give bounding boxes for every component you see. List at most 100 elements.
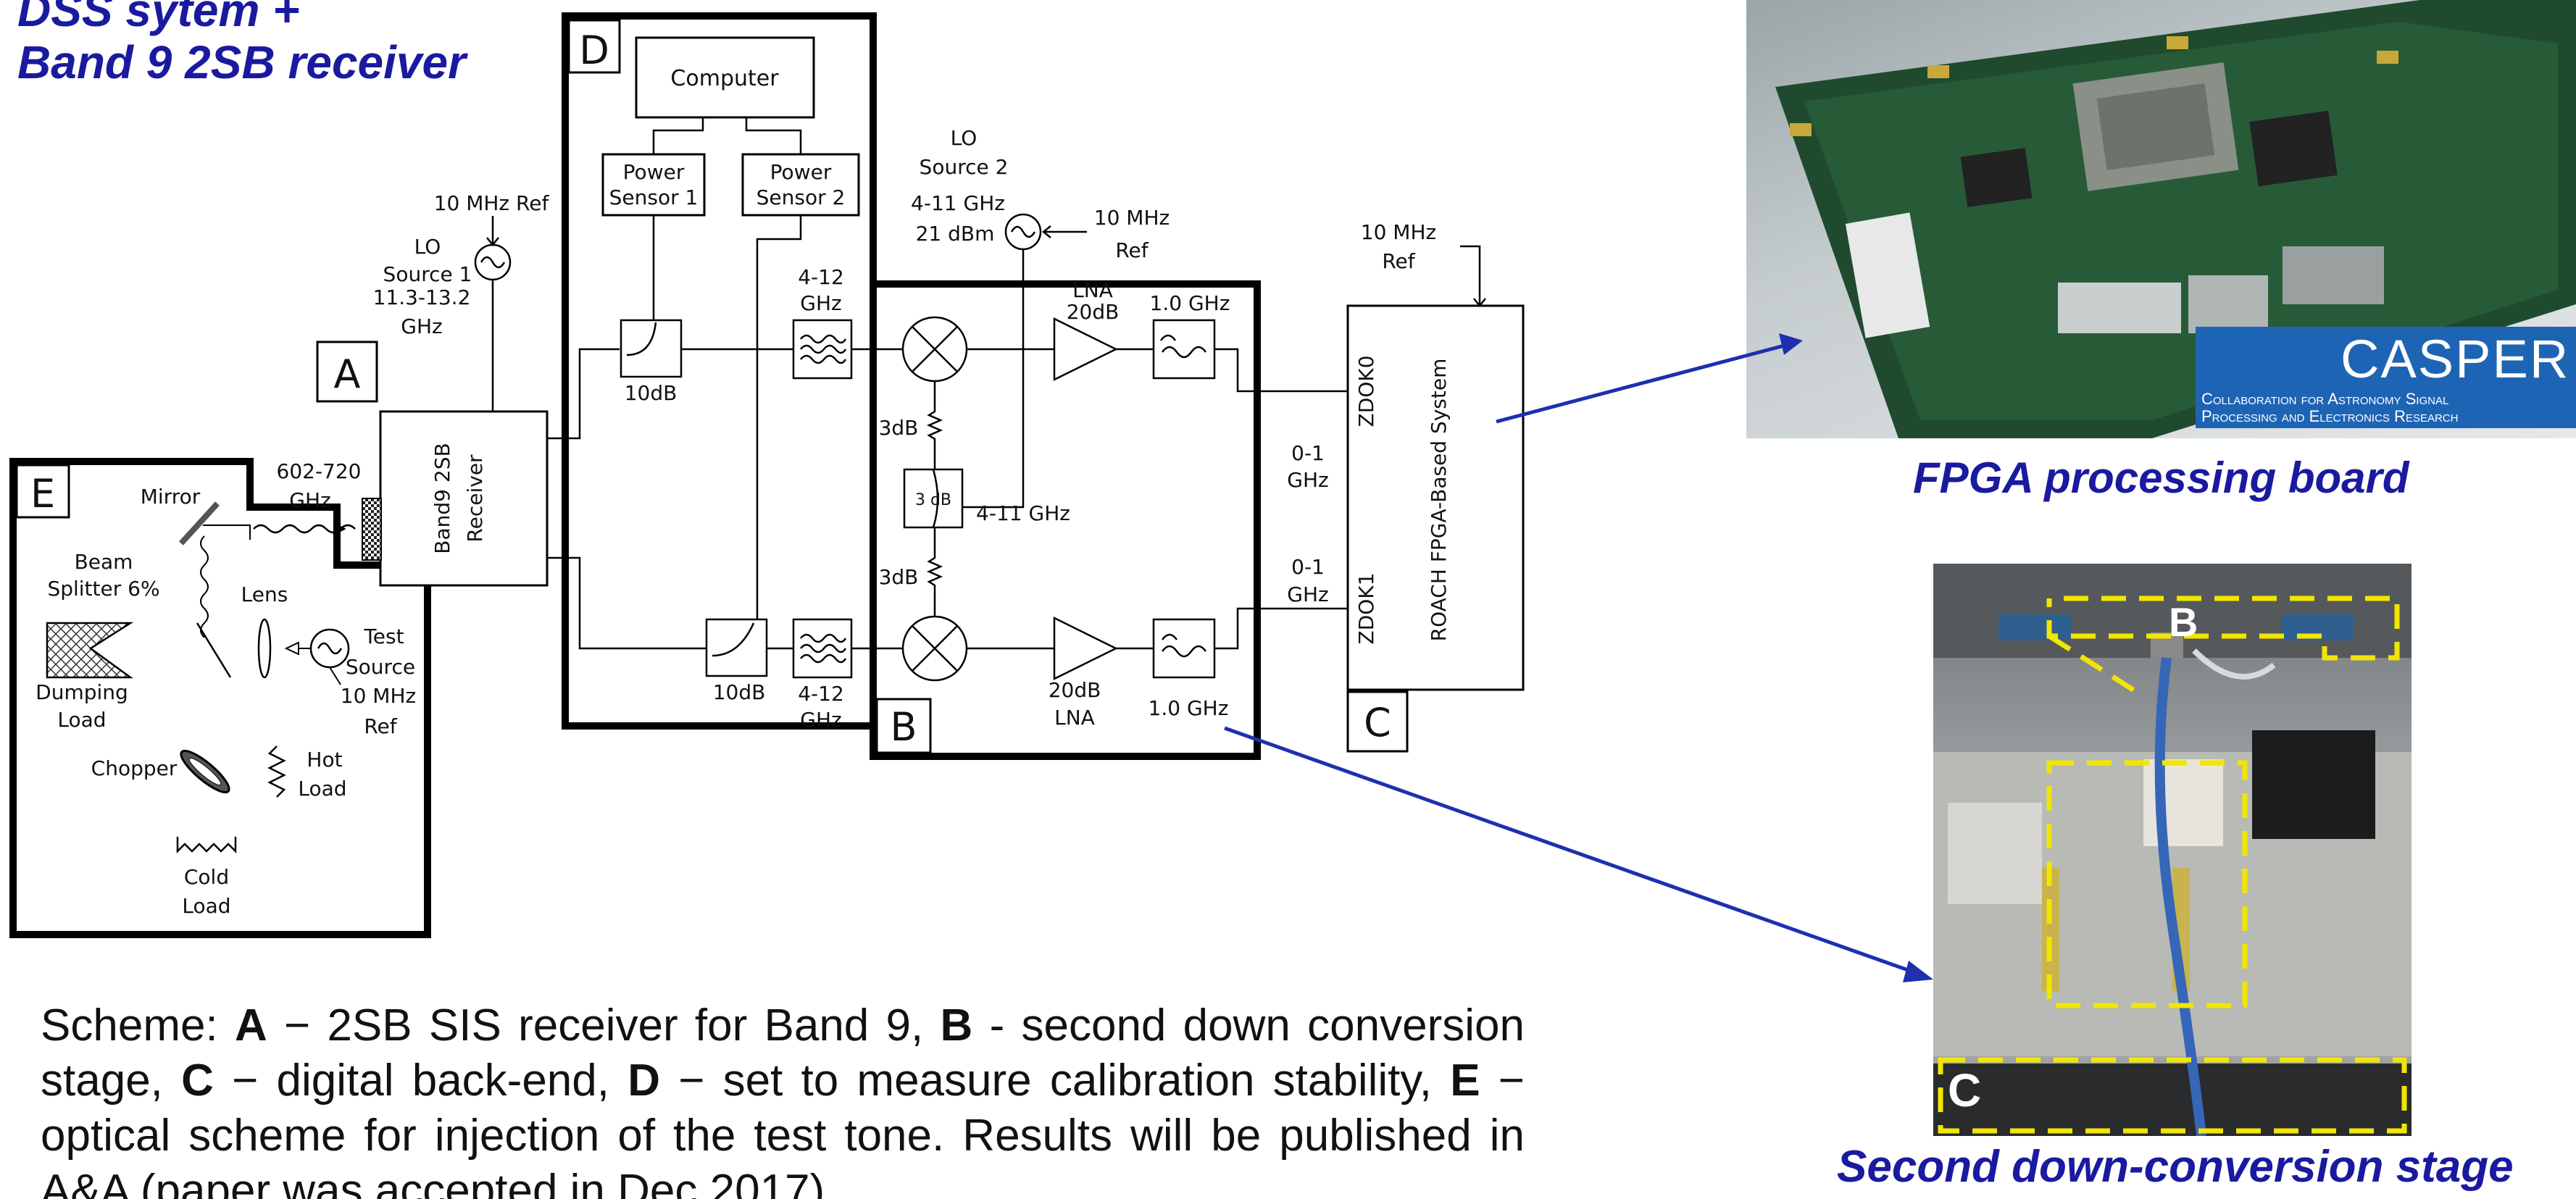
svg-text:Beam: Beam xyxy=(75,550,133,574)
svg-text:A: A xyxy=(334,351,361,397)
lpf-bottom: 1.0 GHz xyxy=(1149,618,1229,720)
svg-text:B: B xyxy=(890,704,917,750)
arrow-to-fpga xyxy=(1496,342,1791,424)
lpf-top: 1.0 GHz xyxy=(1150,291,1230,380)
svg-text:Power: Power xyxy=(770,160,832,184)
svg-text:Sensor 1: Sensor 1 xyxy=(609,185,699,209)
svg-text:Splitter 6%: Splitter 6% xyxy=(47,577,159,601)
svg-text:10dB: 10dB xyxy=(713,680,766,704)
lo-source-2: LO Source 2 4-11 GHz 21 dBm 10 MHz Ref xyxy=(911,126,1170,509)
caption-text-2: − 2SB SIS receiver for Band 9, xyxy=(267,1000,941,1050)
svg-text:Hot: Hot xyxy=(307,748,342,772)
svg-text:4-11 GHz: 4-11 GHz xyxy=(976,501,1070,525)
svg-text:10 MHz: 10 MHz xyxy=(1094,206,1170,230)
fpga-caption: FPGA processing board xyxy=(1913,454,2409,502)
att-top-label: 3dB xyxy=(879,416,919,440)
receiver-box: Band9 2SB Receiver xyxy=(362,410,549,587)
bpf-bottom: 4-12 GHz xyxy=(792,618,853,732)
att-bottom-label: 3dB xyxy=(879,565,919,589)
block-e-outline xyxy=(9,458,431,938)
svg-text:LO: LO xyxy=(951,126,978,150)
letter-b: B xyxy=(875,698,932,754)
svg-text:ZDOK0: ZDOK0 xyxy=(1354,356,1378,427)
svg-text:4-11 GHz: 4-11 GHz xyxy=(911,191,1005,215)
block-diagram: A D E B C Computer Power Sensor 1 Power … xyxy=(9,12,1525,938)
power-sensor-1: Power Sensor 1 xyxy=(601,153,706,217)
casper-logo: CASPER Collaboration for Astronomy Signa… xyxy=(2196,327,2576,428)
svg-text:Ref: Ref xyxy=(1382,249,1415,273)
svg-text:Band9 2SB: Band9 2SB xyxy=(430,443,454,553)
svg-text:Load: Load xyxy=(298,777,346,801)
svg-text:Computer: Computer xyxy=(670,66,779,91)
if-bottom-label-2: GHz xyxy=(1287,582,1328,606)
svg-text:Lens: Lens xyxy=(241,582,288,606)
if-top-label-2: GHz xyxy=(1287,468,1328,492)
if-bottom-label-1: 0-1 xyxy=(1291,555,1325,579)
scheme-caption: Scheme: A − 2SB SIS receiver for Band 9,… xyxy=(41,998,1525,1199)
casper-logo-text: CASPER xyxy=(2341,329,2570,389)
if-top-label-1: 0-1 xyxy=(1291,441,1325,465)
svg-text:Cold: Cold xyxy=(184,865,229,889)
svg-text:D: D xyxy=(579,28,609,73)
block-b-outline xyxy=(870,280,1261,760)
svg-text:Sensor 2: Sensor 2 xyxy=(756,185,846,209)
svg-text:GHz: GHz xyxy=(800,291,841,315)
title-line-2: Band 9 2SB receiver xyxy=(17,36,466,88)
attenuators xyxy=(926,381,943,617)
arrow-to-stage-head xyxy=(1903,961,1933,982)
svg-text:1.0 GHz: 1.0 GHz xyxy=(1149,696,1229,720)
svg-text:LO: LO xyxy=(414,235,441,259)
svg-text:ROACH FPGA-Based System: ROACH FPGA-Based System xyxy=(1427,359,1451,642)
svg-text:3 dB: 3 dB xyxy=(915,491,951,509)
letter-c: C xyxy=(1346,690,1409,753)
svg-text:C: C xyxy=(1364,700,1391,745)
stage-label-b: B xyxy=(2169,599,2198,645)
svg-text:Mirror: Mirror xyxy=(141,485,201,509)
casper-sub-1: Collaboration for Astronomy Signal xyxy=(2201,390,2449,408)
svg-text:GHz: GHz xyxy=(800,708,841,732)
svg-text:4-12: 4-12 xyxy=(798,682,844,706)
slide-title: DSS sytem + Band 9 2SB receiver xyxy=(17,0,466,88)
hybrid-coupler: 3 dB 4-11 GHz xyxy=(903,468,1070,529)
caption-text-1: Scheme: xyxy=(41,1000,235,1050)
svg-text:20dB: 20dB xyxy=(1067,300,1120,324)
svg-text:11.3-13.2: 11.3-13.2 xyxy=(373,285,471,309)
svg-text:10 MHz: 10 MHz xyxy=(1361,220,1436,244)
optics: Mirror 602-720 GHz Beam Splitter 6% Lens… xyxy=(36,459,416,918)
svg-text:Ref: Ref xyxy=(1115,238,1149,262)
computer-box: Computer xyxy=(635,36,815,119)
svg-text:Source 1: Source 1 xyxy=(383,262,472,286)
coupler-top: 10dB xyxy=(620,319,683,405)
casper-sub-2: Processing and Electronics Research xyxy=(2201,407,2459,425)
svg-text:Ref: Ref xyxy=(364,714,397,738)
letter-d: D xyxy=(567,19,621,74)
caption-text-4: − digital back-end, xyxy=(213,1056,628,1106)
svg-text:E: E xyxy=(30,471,55,517)
caption-text-3: - second down conversion stage, xyxy=(41,1000,1525,1106)
svg-text:LNA: LNA xyxy=(1054,706,1095,730)
arrow-to-stage xyxy=(1224,726,1921,977)
svg-text:Load: Load xyxy=(57,708,106,732)
svg-text:10dB: 10dB xyxy=(625,381,678,405)
caption-text-5: − set to measure calibration stability, xyxy=(659,1056,1451,1106)
letter-a: A xyxy=(316,341,378,403)
title-line-1: DSS sytem + xyxy=(17,0,300,36)
fpga-board-photo: CASPER Collaboration for Astronomy Signa… xyxy=(1746,0,2576,438)
coupler-bottom: 10dB xyxy=(705,618,768,704)
svg-text:Dumping: Dumping xyxy=(36,680,128,704)
lna-bottom: 20dB LNA xyxy=(1049,616,1118,730)
caption-letter-c: C xyxy=(181,1056,214,1106)
svg-text:Load: Load xyxy=(182,894,230,918)
svg-text:Source: Source xyxy=(346,655,415,679)
svg-text:Receiver: Receiver xyxy=(463,454,487,543)
lo-source-1: 10 MHz Ref LO Source 1 11.3-13.2 GHz xyxy=(373,191,550,411)
svg-text:GHz: GHz xyxy=(289,488,330,512)
svg-text:4-12: 4-12 xyxy=(798,265,844,289)
svg-text:20dB: 20dB xyxy=(1049,678,1101,702)
down-conversion-photo: B C xyxy=(1933,564,2412,1136)
letter-e: E xyxy=(15,464,70,519)
svg-text:10 MHz Ref: 10 MHz Ref xyxy=(434,191,550,215)
svg-text:LNA: LNA xyxy=(1072,278,1113,302)
svg-text:21 dBm: 21 dBm xyxy=(916,222,995,246)
